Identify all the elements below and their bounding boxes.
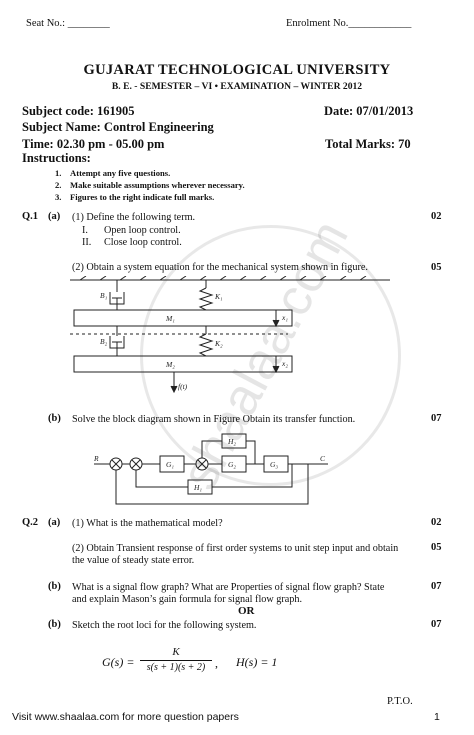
label-h1: H₁ <box>193 483 202 492</box>
spring-k2 <box>198 326 214 357</box>
q2b-alt-text: Sketch the root loci for the following s… <box>72 620 257 631</box>
q1a-part2-marks: 05 <box>431 262 442 273</box>
q2a-part2-line2: the value of steady state error. <box>72 555 195 566</box>
pto-label: P.T.O. <box>387 696 413 707</box>
displacement-x2-arrow <box>272 356 280 374</box>
total-marks: Total Marks: 70 <box>325 137 411 151</box>
q2a-label: (a) <box>48 517 61 528</box>
q2a-part2-line1: (2) Obtain Transient response of first o… <box>72 543 399 554</box>
q1a-label: (a) <box>48 211 61 222</box>
q1a-item-1: Open loop control. <box>104 225 181 236</box>
seat-number-label: Seat No.: ________ <box>26 18 110 29</box>
label-k1: K₁ <box>214 292 223 301</box>
damper-b2 <box>109 326 125 356</box>
label-b1: B₁ <box>100 291 108 300</box>
instructions-heading: Instructions: <box>22 151 91 165</box>
label-x2: x₂ <box>281 359 288 368</box>
q2b-line2: and explain Mason’s gain formula for sig… <box>72 594 303 605</box>
instruction-num-2: 2. <box>55 180 62 190</box>
label-g3: G₃ <box>270 460 278 469</box>
force-arrow <box>170 372 178 394</box>
formula-lhs: G(s) = <box>102 655 135 669</box>
mass-m1 <box>73 309 293 327</box>
instruction-num-1: 1. <box>55 168 62 178</box>
q1a-part2: (2) Obtain a system equation for the mec… <box>72 262 368 273</box>
q1b-marks: 07 <box>431 413 442 424</box>
formula-separator: , <box>215 656 218 670</box>
instruction-1: Attempt any five questions. <box>70 168 171 178</box>
mechanical-system-figure: B₁ K₁ M₁ B₂ K₂ M₂ x₁ x₂ f(t) <box>70 276 390 394</box>
formula-denominator: s(s + 1)(s + 2) <box>146 662 206 673</box>
q2b-alt-marks: 07 <box>431 619 442 630</box>
label-force: f(t) <box>178 382 188 391</box>
q1a-part1-marks: 02 <box>431 211 442 222</box>
q2-label: Q.2 <box>22 517 39 528</box>
formula-fraction-bar <box>140 660 212 661</box>
or-separator: OR <box>238 605 255 617</box>
label-k2: K₂ <box>214 339 223 348</box>
q2b-marks: 07 <box>431 581 442 592</box>
mass-m2 <box>73 355 293 373</box>
q2a-part1: (1) What is the mathematical model? <box>72 518 223 529</box>
spring-k1 <box>198 280 214 311</box>
enrolment-number-label: Enrolment No.____________ <box>286 18 412 29</box>
q2a-part1-marks: 02 <box>431 517 442 528</box>
exam-line: B. E. - SEMESTER – VI • EXAMINATION – WI… <box>111 81 363 92</box>
q1a-part1: (1) Define the following term. <box>72 212 196 223</box>
label-b2: B₂ <box>100 337 108 346</box>
exam-date: Date: 07/01/2013 <box>324 104 414 118</box>
q2b-line1: What is a signal flow graph? What are Pr… <box>72 582 385 593</box>
q1-label: Q.1 <box>22 211 39 222</box>
label-r: R <box>93 454 99 463</box>
label-x1: x₁ <box>281 313 288 322</box>
label-m2: M₂ <box>165 360 175 369</box>
q1a-item-num-2: II. <box>82 237 92 248</box>
footer-visit-text: Visit www.shaalaa.com for more question … <box>12 711 239 723</box>
label-g2: G₂ <box>228 460 236 469</box>
block-diagram: R C G₁ G₂ G₃ H₁ H₂ <box>93 433 328 505</box>
formula-numerator: K <box>172 646 180 658</box>
q2a-part2-marks: 05 <box>431 542 442 553</box>
university-title: GUJARAT TECHNOLOGICAL UNIVERSITY <box>83 62 391 78</box>
q2b-alt-label: (b) <box>48 619 61 630</box>
q1b-text: Solve the block diagram shown in Figure … <box>72 414 356 425</box>
q1b-label: (b) <box>48 413 61 424</box>
damper-b1 <box>109 280 125 310</box>
subject-name: Subject Name: Control Engineering <box>22 120 214 134</box>
instruction-3: Figures to the right indicate full marks… <box>70 192 215 202</box>
label-h2: H₂ <box>227 437 236 446</box>
instruction-2: Make suitable assumptions wherever neces… <box>70 180 245 190</box>
q1a-item-num-1: I. <box>82 225 88 236</box>
instruction-num-3: 3. <box>55 192 62 202</box>
label-g1: G₁ <box>166 460 174 469</box>
support-hatch <box>79 276 367 281</box>
formula-rhs: H(s) = 1 <box>236 655 278 669</box>
displacement-x1-arrow <box>272 310 280 328</box>
label-c: C <box>320 454 326 463</box>
q1a-item-2: Close loop control. <box>104 237 182 248</box>
exam-time: Time: 02.30 pm - 05.00 pm <box>22 137 165 151</box>
q2b-label: (b) <box>48 581 61 592</box>
label-m1: M₁ <box>165 314 175 323</box>
page-number: 1 <box>434 711 440 723</box>
subject-code: Subject code: 161905 <box>22 104 135 118</box>
